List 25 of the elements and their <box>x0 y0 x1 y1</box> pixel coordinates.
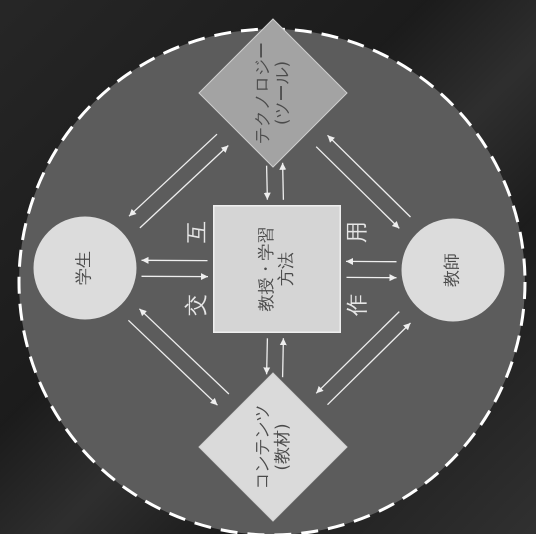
label-character: 互 <box>184 221 211 243</box>
circle-shape: 学生 <box>33 216 137 320</box>
square-box: 教授・学習方法 <box>213 205 341 333</box>
arrow <box>263 338 270 374</box>
arrow <box>346 274 396 282</box>
arrow <box>279 162 286 200</box>
label-character: 用 <box>344 221 371 243</box>
arrow <box>280 338 287 378</box>
arrow <box>128 320 218 406</box>
arrow <box>327 322 411 406</box>
arrow <box>316 146 400 229</box>
arrow <box>142 273 208 280</box>
arrow <box>264 166 271 200</box>
arrow <box>327 134 411 218</box>
arrow <box>128 134 218 217</box>
arrow <box>139 145 229 228</box>
diamond-shape: テクノロジー(ツール) <box>199 19 347 167</box>
arrow <box>346 258 396 265</box>
label-character: 交 <box>183 294 210 316</box>
circle-shape: 教師 <box>401 218 505 322</box>
arrow <box>142 256 208 264</box>
diamond-shape: コンテンツ(教材) <box>199 373 347 521</box>
arrow <box>138 308 230 394</box>
arrow <box>316 311 400 394</box>
label-character: 作 <box>344 294 371 316</box>
